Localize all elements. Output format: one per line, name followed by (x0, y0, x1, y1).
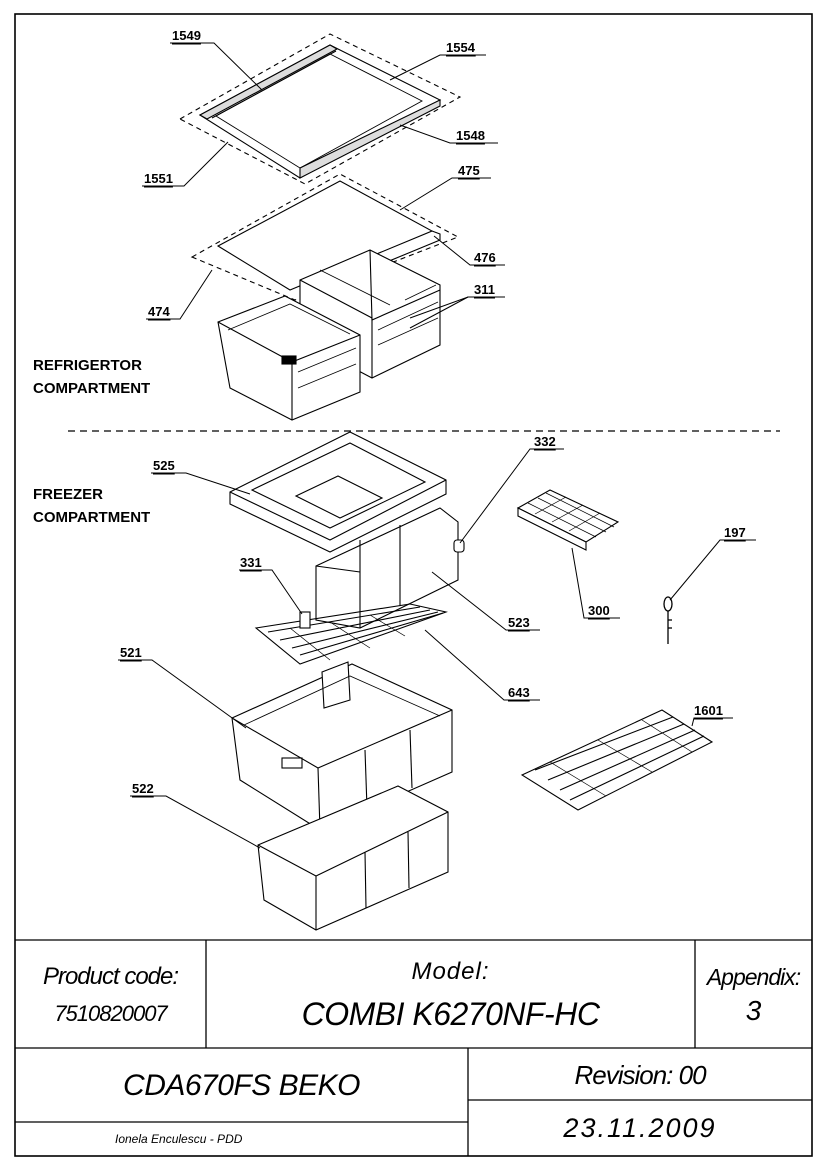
freezer-drawer-522 (257, 785, 449, 931)
callout-197: 197 (724, 525, 746, 540)
appendix-label: Appendix: (706, 963, 801, 990)
callout-332: 332 (534, 434, 556, 449)
callout-474: 474 (148, 304, 170, 319)
model-cell: Model: COMBI K6270NF-HC (206, 942, 695, 1048)
freezer-label-line2: COMPARTMENT (33, 509, 150, 526)
appendix-value: 3 (745, 994, 762, 1026)
callout-331: 331 (240, 555, 262, 570)
callout-311: 311 (474, 282, 495, 297)
freezer-label-line1: FREEZER (33, 486, 103, 503)
model-value: COMBI K6270NF-HC (301, 995, 600, 1032)
callout-1548: 1548 (456, 128, 485, 143)
callout-643: 643 (508, 685, 530, 700)
key-197 (663, 596, 673, 644)
author-cell: Ionela Enculescu - PDD (15, 1122, 468, 1156)
clip-331 (299, 611, 311, 629)
freezer-lid-525 (229, 431, 447, 553)
cover-assembly-outline (190, 173, 460, 301)
clip-332 (453, 539, 465, 553)
date-value: 23.11.2009 (563, 1112, 717, 1143)
product-line-cell: CDA670FS BEKO (15, 1050, 468, 1122)
callout-522: 522 (132, 781, 154, 796)
callout-476: 476 (474, 250, 496, 265)
drawing-frame (14, 13, 813, 1157)
wire-shelf-643 (254, 603, 448, 665)
date-cell: 23.11.2009 (468, 1100, 812, 1156)
callout-475: 475 (458, 163, 480, 178)
product-code-label: Product code: (42, 963, 179, 990)
shelf-assembly-outline (178, 33, 462, 185)
appendix-cell: Appendix: 3 (695, 942, 812, 1048)
product-code-value: 7510820007 (54, 1001, 167, 1026)
callout-1551: 1551 (144, 171, 173, 186)
title-block-grid (15, 939, 812, 1156)
crisper-drawers-311 (217, 249, 441, 421)
author-value: Ionela Enculescu - PDD (115, 1132, 243, 1146)
callout-521: 521 (120, 645, 142, 660)
model-label: Model: (411, 957, 490, 985)
callout-labels: 1549 1554 1548 1551 475 476 474 311 332 … (120, 28, 746, 798)
callout-1554: 1554 (446, 40, 476, 55)
product-line-value: CDA670FS BEKO (123, 1069, 360, 1102)
wire-shelf-1601 (520, 709, 714, 811)
section-labels: REFRIGERTOR COMPARTMENT FREEZER COMPARTM… (33, 357, 150, 526)
callout-525: 525 (153, 458, 175, 473)
callout-523: 523 (508, 615, 530, 630)
glass-shelf-assembly (178, 33, 462, 185)
ice-tray-300 (516, 489, 620, 551)
callout-300: 300 (588, 603, 610, 618)
freezer-drawer-523 (315, 507, 459, 629)
refrigerator-label-line2: COMPARTMENT (33, 380, 150, 397)
trim-1549 (198, 44, 339, 120)
revision-cell: Revision: 00 (468, 1050, 812, 1100)
revision-value: Revision: 00 (574, 1059, 706, 1090)
trim-1548 (299, 99, 441, 179)
product-code-cell: Product code: 7510820007 (15, 942, 206, 1048)
callout-1601: 1601 (694, 703, 723, 718)
callout-leaders (118, 42, 756, 849)
callout-1549: 1549 (172, 28, 201, 43)
refrigerator-label-line1: REFRIGERTOR (33, 357, 142, 374)
